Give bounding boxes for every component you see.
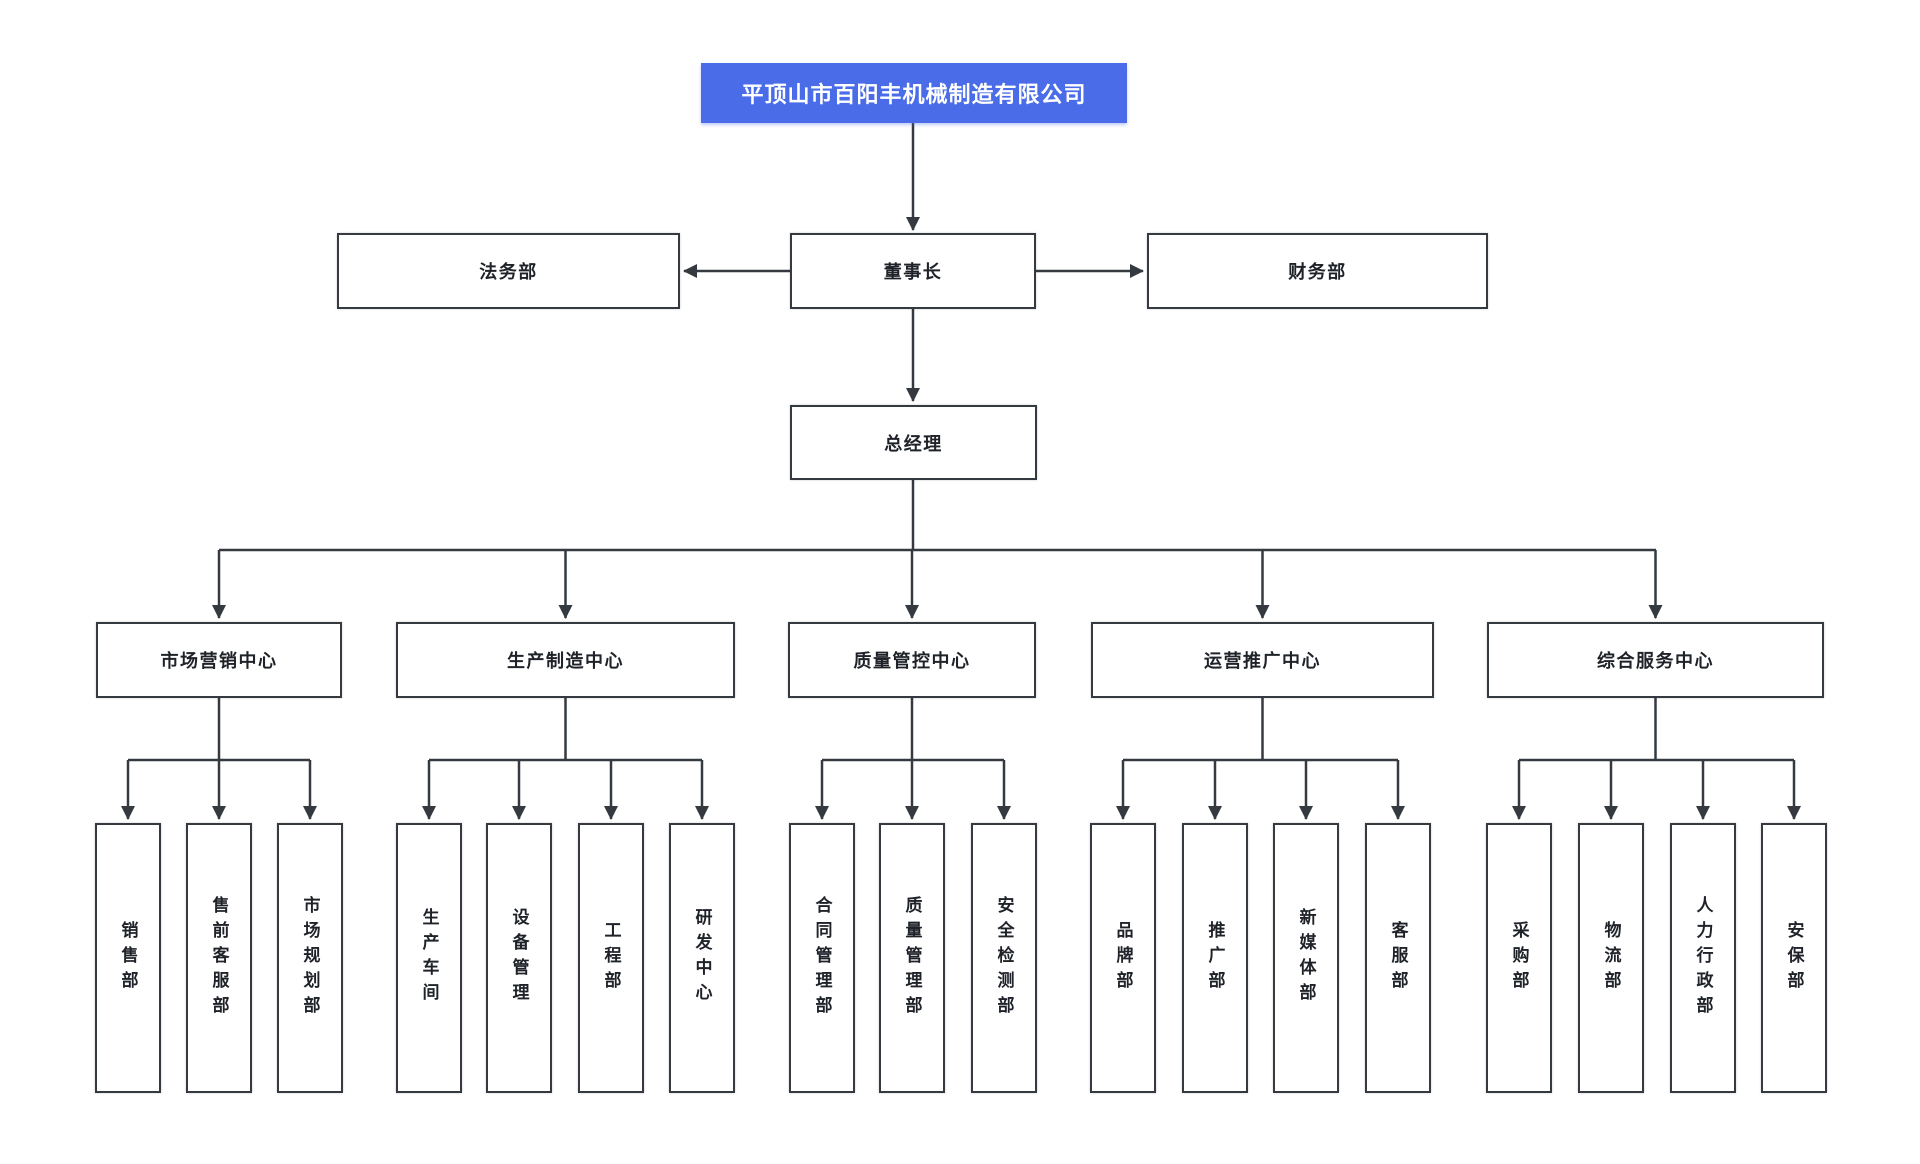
node-marketing-center[interactable]: 市场营销中心 xyxy=(96,622,342,698)
node-promotion-dept[interactable]: 推广部 xyxy=(1182,823,1248,1093)
finance-dept-label: 财务部 xyxy=(1288,262,1347,282)
company-root-label: 平顶山市百阳丰机械制造有限公司 xyxy=(741,82,1087,107)
node-production-center[interactable]: 生产制造中心 xyxy=(396,622,735,698)
quality-center-label: 质量管控中心 xyxy=(853,651,971,671)
node-security-dept[interactable]: 安保部 xyxy=(1761,823,1827,1093)
general-manager-label: 总经理 xyxy=(884,433,943,454)
contract-management-dept-label: 合同管理部 xyxy=(812,895,832,1021)
promotion-dept-label: 推广部 xyxy=(1205,920,1225,996)
node-general-manager[interactable]: 总经理 xyxy=(790,405,1037,480)
purchasing-dept-label: 采购部 xyxy=(1509,920,1529,996)
node-services-center[interactable]: 综合服务中心 xyxy=(1487,622,1824,698)
production-center-label: 生产制造中心 xyxy=(507,651,624,671)
node-purchasing-dept[interactable]: 采购部 xyxy=(1486,823,1552,1093)
node-engineering-dept[interactable]: 工程部 xyxy=(578,823,644,1093)
marketing-center-label: 市场营销中心 xyxy=(160,651,278,671)
node-production-workshop[interactable]: 生产车间 xyxy=(396,823,462,1093)
engineering-dept-label: 工程部 xyxy=(601,920,621,996)
node-contract-management-dept[interactable]: 合同管理部 xyxy=(789,823,855,1093)
brand-dept-label: 品牌部 xyxy=(1113,920,1133,996)
chairman-label: 董事长 xyxy=(883,262,943,282)
node-customer-service-dept[interactable]: 客服部 xyxy=(1365,823,1431,1093)
node-rd-center[interactable]: 研发中心 xyxy=(669,823,735,1093)
services-center-label: 综合服务中心 xyxy=(1597,651,1714,671)
node-logistics-dept[interactable]: 物流部 xyxy=(1578,823,1644,1093)
presales-service-dept-label: 售前客服部 xyxy=(209,895,229,1021)
node-equipment-management[interactable]: 设备管理 xyxy=(486,823,552,1093)
node-company-root[interactable]: 平顶山市百阳丰机械制造有限公司 xyxy=(701,63,1127,123)
node-quality-management-dept[interactable]: 质量管理部 xyxy=(879,823,945,1093)
node-safety-inspection-dept[interactable]: 安全检测部 xyxy=(971,823,1037,1093)
node-market-planning-dept[interactable]: 市场规划部 xyxy=(277,823,343,1093)
equipment-management-label: 设备管理 xyxy=(509,908,529,1008)
node-chairman[interactable]: 董事长 xyxy=(790,233,1036,309)
operations-center-label: 运营推广中心 xyxy=(1204,651,1321,671)
customer-service-dept-label: 客服部 xyxy=(1388,920,1408,996)
market-planning-dept-label: 市场规划部 xyxy=(300,895,320,1021)
safety-inspection-dept-label: 安全检测部 xyxy=(994,895,1014,1021)
node-brand-dept[interactable]: 品牌部 xyxy=(1090,823,1156,1093)
node-sales-dept[interactable]: 销售部 xyxy=(95,823,161,1093)
production-workshop-label: 生产车间 xyxy=(419,908,439,1008)
security-dept-label: 安保部 xyxy=(1784,920,1804,996)
new-media-dept-label: 新媒体部 xyxy=(1296,908,1316,1008)
node-hr-admin-dept[interactable]: 人力行政部 xyxy=(1670,823,1736,1093)
rd-center-label: 研发中心 xyxy=(692,908,712,1008)
legal-dept-label: 法务部 xyxy=(479,262,538,282)
sales-dept-label: 销售部 xyxy=(118,920,138,996)
quality-management-dept-label: 质量管理部 xyxy=(902,895,922,1021)
node-legal-dept[interactable]: 法务部 xyxy=(337,233,680,309)
node-operations-center[interactable]: 运营推广中心 xyxy=(1091,622,1434,698)
node-finance-dept[interactable]: 财务部 xyxy=(1147,233,1488,309)
node-presales-service-dept[interactable]: 售前客服部 xyxy=(186,823,252,1093)
hr-admin-dept-label: 人力行政部 xyxy=(1693,895,1713,1021)
logistics-dept-label: 物流部 xyxy=(1601,920,1621,996)
node-new-media-dept[interactable]: 新媒体部 xyxy=(1273,823,1339,1093)
node-quality-center[interactable]: 质量管控中心 xyxy=(788,622,1036,698)
